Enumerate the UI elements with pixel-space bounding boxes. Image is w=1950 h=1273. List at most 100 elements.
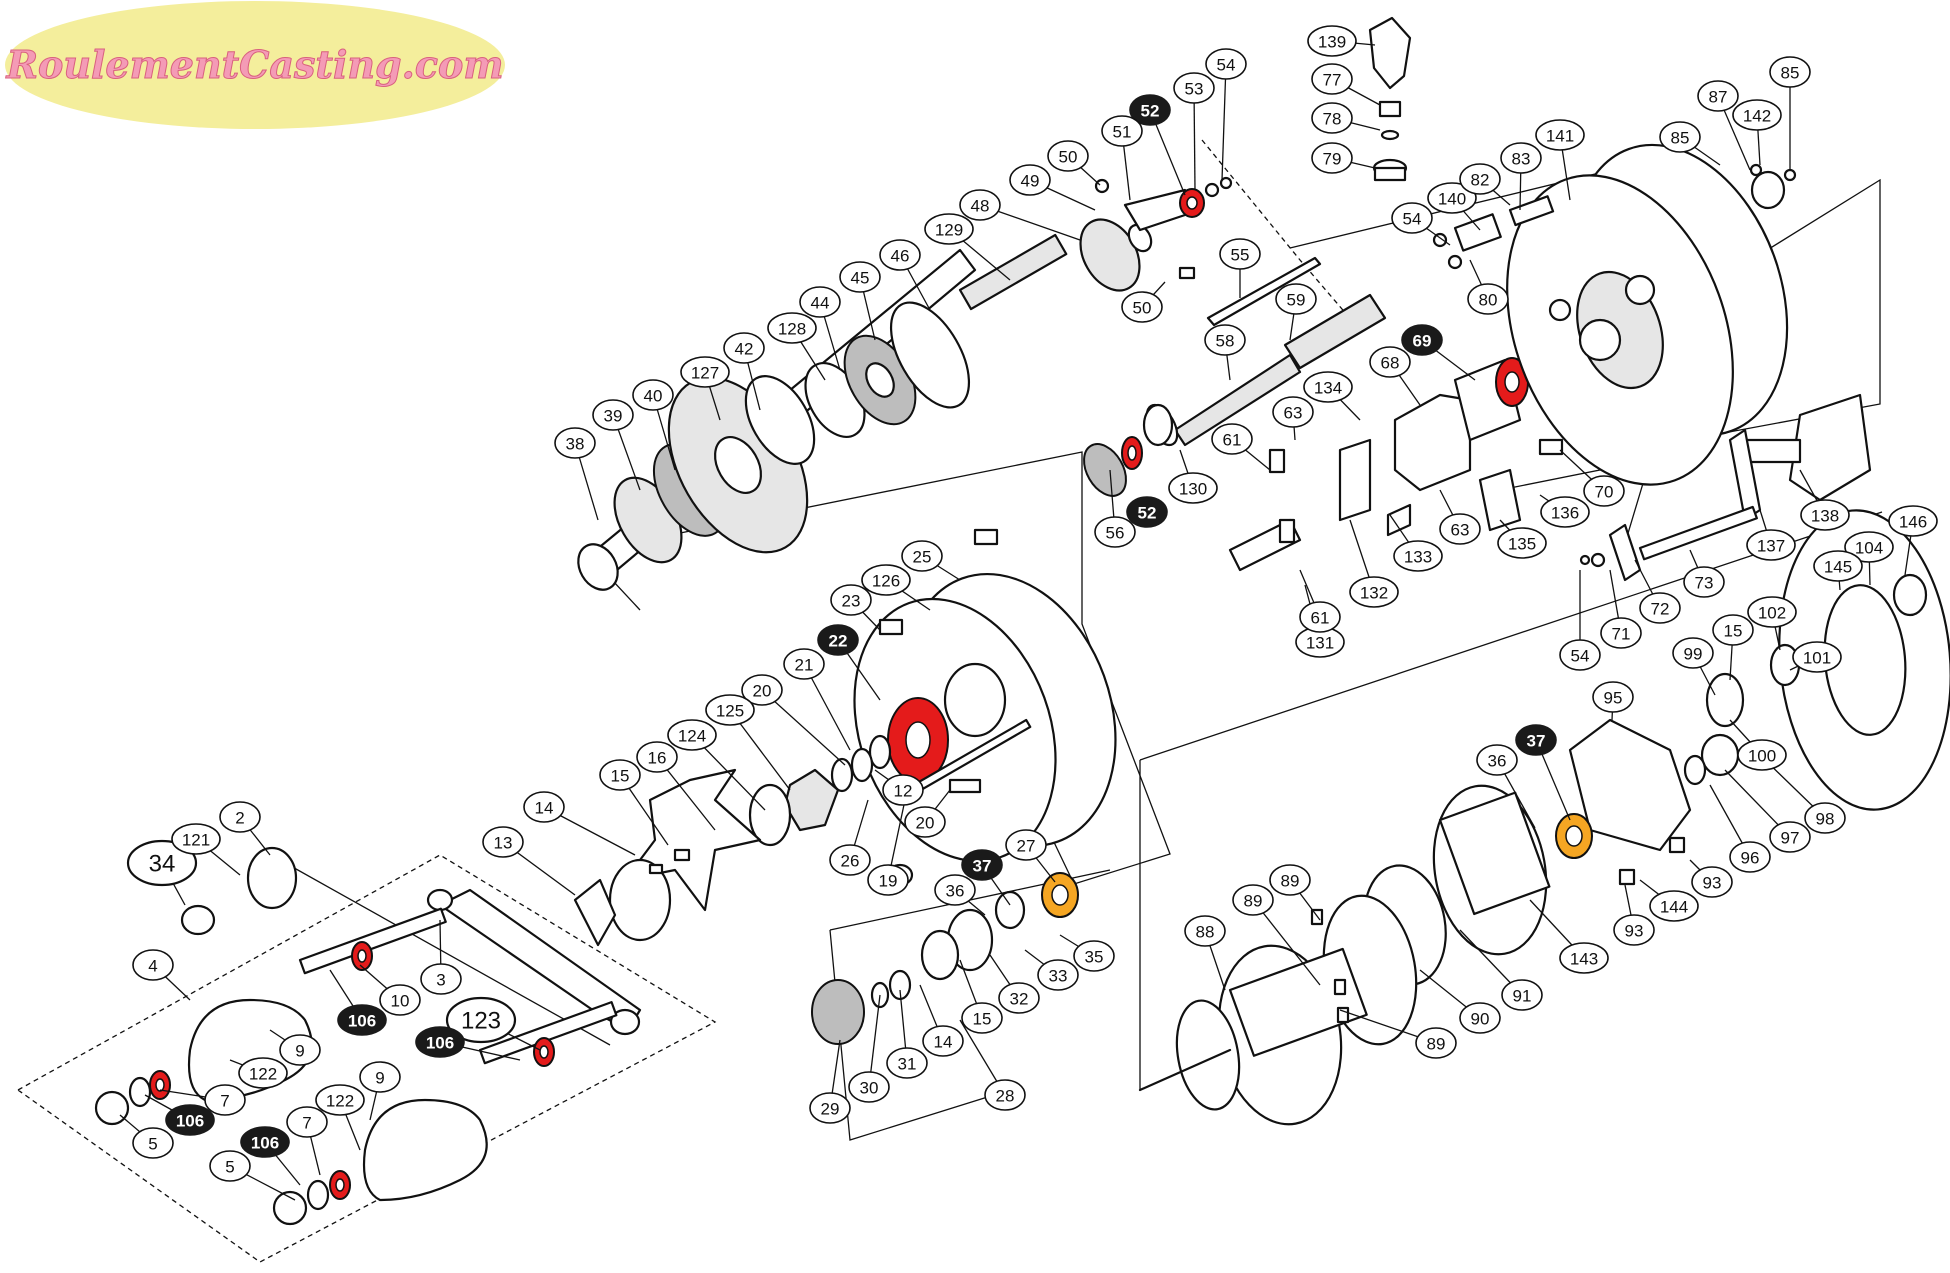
callout-2: 2 [219, 801, 261, 833]
callout-bubble [554, 427, 596, 459]
callout-number: 142 [1743, 107, 1771, 126]
leader-line-20 [761, 689, 846, 766]
callout-number: 37 [1527, 732, 1546, 751]
callout-bubble [1439, 513, 1481, 545]
callout-number: 89 [1281, 872, 1300, 891]
callout-bubble [1501, 979, 1543, 1011]
callout-bubble [1712, 614, 1754, 646]
callout-91: 91 [1501, 979, 1543, 1011]
callout-13: 13 [482, 826, 524, 858]
callout-number: 104 [1855, 539, 1883, 558]
callout-9: 9 [279, 1034, 321, 1066]
callout-48: 48 [959, 189, 1001, 221]
callout-bubble [1009, 164, 1051, 196]
callout-14: 14 [922, 1025, 964, 1057]
callout-131: 131 [1295, 626, 1345, 658]
callout-70: 70 [1583, 475, 1625, 507]
callout-96: 96 [1729, 841, 1771, 873]
callout-bubble [1211, 423, 1253, 455]
callout-number: 141 [1546, 127, 1574, 146]
callout-bubble [1729, 841, 1771, 873]
callout-number: 98 [1816, 810, 1835, 829]
logo: RoulementCasting.com [5, 1, 505, 129]
callout-85: 85 [1769, 56, 1811, 88]
callout-bubble [839, 261, 881, 293]
callout-number: 131 [1306, 634, 1334, 653]
callout-bubble [924, 213, 974, 245]
callout-55: 55 [1219, 238, 1261, 270]
callout-number: 2 [235, 809, 244, 828]
callout-number: 13 [494, 834, 513, 853]
callout-101: 101 [1792, 641, 1842, 673]
callout-bubble [1639, 592, 1681, 624]
callout-number: 140 [1438, 190, 1466, 209]
callout-number: 93 [1625, 922, 1644, 941]
callout-number: 22 [829, 632, 848, 651]
callout-125: 125 [705, 694, 755, 726]
callout-104: 104 [1844, 531, 1894, 563]
callout-bubble [1303, 371, 1353, 403]
callout-number: 52 [1138, 504, 1157, 523]
callout-20: 20 [741, 674, 783, 706]
callout-number: 15 [1724, 622, 1743, 641]
callout-140: 140 [1427, 182, 1477, 214]
callout-126: 126 [861, 564, 911, 596]
callout-72: 72 [1639, 592, 1681, 624]
callout-15: 15 [1712, 614, 1754, 646]
callout-bubble [1559, 942, 1609, 974]
callout-bubble [922, 1025, 964, 1057]
callout-number: 14 [934, 1033, 953, 1052]
callout-80: 80 [1467, 283, 1509, 315]
callout-4: 4 [132, 949, 174, 981]
callout-bubble [934, 874, 976, 906]
callout-bubble [680, 356, 730, 388]
callout-bubble [961, 1002, 1003, 1034]
callout-number: 59 [1287, 291, 1306, 310]
callout-number: 7 [220, 1092, 229, 1111]
callout-61: 61 [1211, 423, 1253, 455]
callout-bubble [1232, 884, 1274, 916]
callout-number: 125 [716, 702, 744, 721]
callout-27: 27 [1005, 829, 1047, 861]
callout-bubble [126, 839, 198, 887]
callout-77: 77 [1311, 63, 1353, 95]
callout-bubble [879, 239, 921, 271]
callout-number: 143 [1570, 950, 1598, 969]
callout-bubble [1535, 119, 1585, 151]
callout-16: 16 [636, 741, 678, 773]
callout-number: 20 [753, 682, 772, 701]
callout-61: 61 [1299, 601, 1341, 633]
callout-29: 29 [809, 1092, 851, 1124]
callout-bubble [1272, 396, 1314, 428]
callout-number: 50 [1133, 299, 1152, 318]
callout-78: 78 [1311, 102, 1353, 134]
callout-bubble [240, 1126, 290, 1158]
callout-bubble [1888, 505, 1938, 537]
callout-44: 44 [799, 286, 841, 318]
callout-number: 12 [894, 782, 913, 801]
callout-bubble [1269, 864, 1311, 896]
callout-bubble [904, 806, 946, 838]
callout-bubble [219, 801, 261, 833]
callout-bubble [1583, 475, 1625, 507]
callout-100: 100 [1737, 739, 1787, 771]
callout-number: 3 [436, 971, 445, 990]
callout-number: 127 [691, 364, 719, 383]
callout-number: 85 [1671, 129, 1690, 148]
callout-39: 39 [592, 399, 634, 431]
callout-bubble [1311, 102, 1353, 134]
callout-bubble [1307, 25, 1357, 57]
callout-37: 37 [961, 849, 1003, 881]
callout-bubble [1769, 56, 1811, 88]
callout-25: 25 [901, 540, 943, 572]
callout-136: 136 [1540, 496, 1590, 528]
callout-number: 9 [375, 1069, 384, 1088]
callout-bubble [1769, 821, 1811, 853]
callout-42: 42 [723, 332, 765, 364]
callout-number: 52 [1141, 102, 1160, 121]
callout-139: 139 [1307, 25, 1357, 57]
callout-number: 138 [1811, 507, 1839, 526]
callout-bubble [359, 1061, 401, 1093]
callout-5: 5 [209, 1150, 251, 1182]
callout-bubble [171, 823, 221, 855]
